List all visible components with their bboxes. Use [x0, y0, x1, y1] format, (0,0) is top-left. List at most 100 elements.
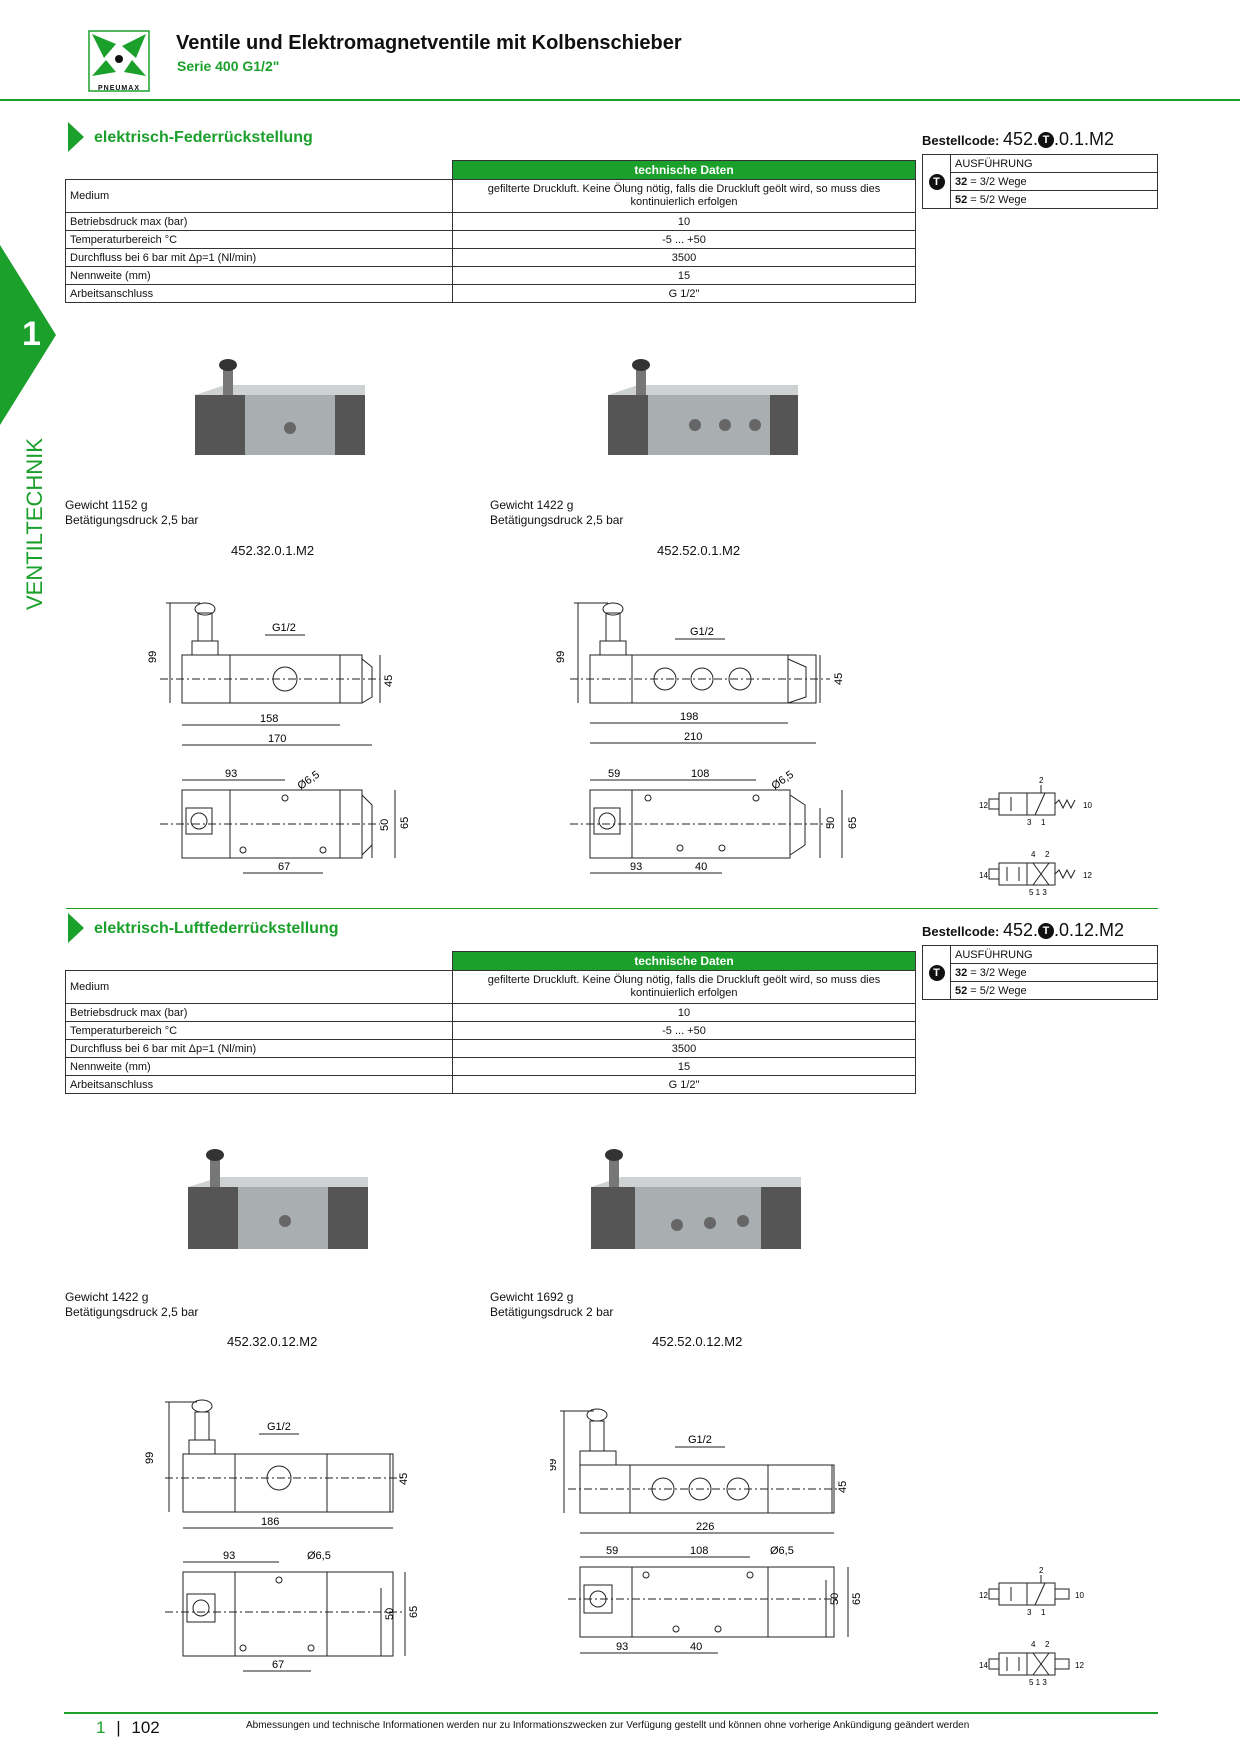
- dim-b: 50: [825, 817, 837, 829]
- dim-hole: Ø6,5: [307, 1550, 331, 1562]
- dim-hole: Ø6,5: [770, 769, 796, 793]
- ausfuehrung-option: 32 = 3/2 Wege: [950, 172, 1158, 191]
- dim-side: 45: [383, 675, 395, 687]
- dim-c: 65: [399, 817, 410, 829]
- header-divider: [0, 99, 1240, 101]
- page-title: Ventile und Elektromagnetventile mit Kol…: [176, 32, 682, 54]
- order-code-suffix: .0.1.M2: [1053, 129, 1115, 149]
- product-weight: Gewicht 1422 g: [490, 498, 574, 512]
- dim-e: 93: [630, 861, 642, 873]
- order-code-badge: T: [1037, 923, 1054, 939]
- dim-d1: 93: [225, 768, 237, 780]
- dim-d2: 108: [691, 768, 709, 780]
- product-info: Gewicht 1692 g Betätigungsdruck 2 bar: [490, 1290, 613, 1320]
- tech-value: G 1/2": [452, 284, 916, 303]
- tech-label: Durchfluss bei 6 bar mit Δp=1 (Nl/min): [65, 248, 453, 267]
- tech-label: Temperaturbereich °C: [65, 230, 453, 249]
- logo-text: PNEUMAX: [97, 85, 140, 92]
- page-number: 1 | 102: [96, 1718, 160, 1737]
- pneumax-logo: PNEUMAX: [88, 30, 150, 92]
- option-code: 32: [955, 966, 968, 979]
- product-model: 452.32.0.1.M2: [231, 543, 315, 558]
- section-arrow-icon: [68, 913, 84, 943]
- port-label: 1: [1041, 818, 1046, 827]
- dimension-drawing-3-2: 99 G1/2 45 186 93 Ø6,5 50 65 67: [144, 1399, 420, 1672]
- pneumatic-symbol-3-2: 12 10 2 3 1: [979, 776, 1092, 827]
- order-code-label: Bestellcode:: [922, 924, 1000, 939]
- dim-c: 65: [847, 817, 859, 829]
- port-label: 12: [1083, 871, 1092, 880]
- order-code-label: Bestellcode:: [922, 133, 1000, 148]
- dim-w1: 186: [261, 1516, 279, 1528]
- dim-height: 99: [147, 651, 159, 663]
- dim-port: G1/2: [267, 1421, 291, 1433]
- dim-side: 45: [833, 673, 845, 685]
- order-code-badge: T: [1037, 132, 1054, 148]
- tech-value: gefilterte Druckluft. Keine Ölung nötig,…: [452, 970, 916, 1004]
- product-model: 452.52.0.1.M2: [657, 543, 741, 558]
- tech-value: -5 ... +50: [452, 1021, 916, 1040]
- option-text: = 5/2 Wege: [967, 193, 1027, 206]
- port-label: 10: [1083, 801, 1092, 810]
- dim-w1: 198: [680, 711, 698, 723]
- order-code-prefix: 452.: [1002, 920, 1038, 940]
- dim-b: 50: [379, 819, 391, 831]
- dim-w1: 226: [696, 1521, 714, 1533]
- tech-data-header: technische Daten: [452, 160, 916, 180]
- dim-w2: 210: [684, 731, 702, 743]
- dim-c: 65: [851, 1593, 860, 1605]
- tech-label: Betriebsdruck max (bar): [65, 1003, 453, 1022]
- port-label: 5 1 3: [1029, 1678, 1047, 1687]
- pneumatic-symbol-5-2: 14 12 4 2 5 1 3: [979, 1640, 1084, 1687]
- ausfuehrung-badge: T: [928, 964, 945, 981]
- dim-port: G1/2: [688, 1434, 712, 1446]
- dim-height: 99: [550, 1459, 559, 1471]
- dim-d1: 59: [608, 768, 620, 780]
- dim-d2: 108: [690, 1545, 708, 1557]
- option-text: = 5/2 Wege: [967, 984, 1027, 997]
- section-title: elektrisch-Luftfederrückstellung: [94, 920, 339, 937]
- port-label: 2: [1039, 1566, 1044, 1575]
- valve-photo-3-2: [188, 1149, 368, 1249]
- order-code-prefix: 452.: [1002, 129, 1038, 149]
- dim-hole: Ø6,5: [770, 1545, 794, 1557]
- tech-label: Temperaturbereich °C: [65, 1021, 453, 1040]
- product-pressure: Betätigungsdruck 2,5 bar: [490, 513, 624, 527]
- port-label: 3: [1027, 1608, 1032, 1617]
- tech-label: Nennweite (mm): [65, 1057, 453, 1076]
- tech-value: 3500: [452, 248, 916, 267]
- ausfuehrung-option: 32 = 3/2 Wege: [950, 963, 1158, 982]
- tech-value: 15: [452, 266, 916, 285]
- valve-photo-5-2: [608, 359, 798, 455]
- tech-label: Medium: [65, 179, 453, 213]
- ausfuehrung-header: AUSFÜHRUNG: [950, 154, 1158, 173]
- port-label: 14: [979, 1661, 988, 1670]
- tech-label: Nennweite (mm): [65, 266, 453, 285]
- port-label: 3: [1027, 818, 1032, 827]
- product-pressure: Betätigungsdruck 2,5 bar: [65, 513, 199, 527]
- chapter-tab: [0, 245, 56, 425]
- port-label: 14: [979, 871, 988, 880]
- tech-label: Durchfluss bei 6 bar mit Δp=1 (Nl/min): [65, 1039, 453, 1058]
- footer-chapter: 1: [96, 1718, 106, 1737]
- option-code: 52: [955, 193, 968, 206]
- chapter-label: VENTILTECHNIK: [22, 438, 47, 610]
- dim-b: 50: [829, 1593, 841, 1605]
- valve-photo-5-2: [591, 1149, 801, 1249]
- port-label: 2: [1045, 1640, 1050, 1649]
- product-info: Gewicht 1422 g Betätigungsdruck 2,5 bar: [490, 498, 623, 528]
- tech-value: 10: [452, 212, 916, 231]
- option-code: 32: [955, 175, 968, 188]
- pneumatic-symbol-5-2: 14 12 4 2 5 1 3: [979, 850, 1092, 897]
- dim-hole: Ø6,5: [296, 769, 322, 793]
- option-text: = 3/2 Wege: [967, 966, 1027, 979]
- dim-height: 99: [555, 651, 567, 663]
- dim-port: G1/2: [272, 622, 296, 634]
- port-label: 4: [1031, 1640, 1036, 1649]
- port-label: 12: [979, 801, 988, 810]
- tech-value: -5 ... +50: [452, 230, 916, 249]
